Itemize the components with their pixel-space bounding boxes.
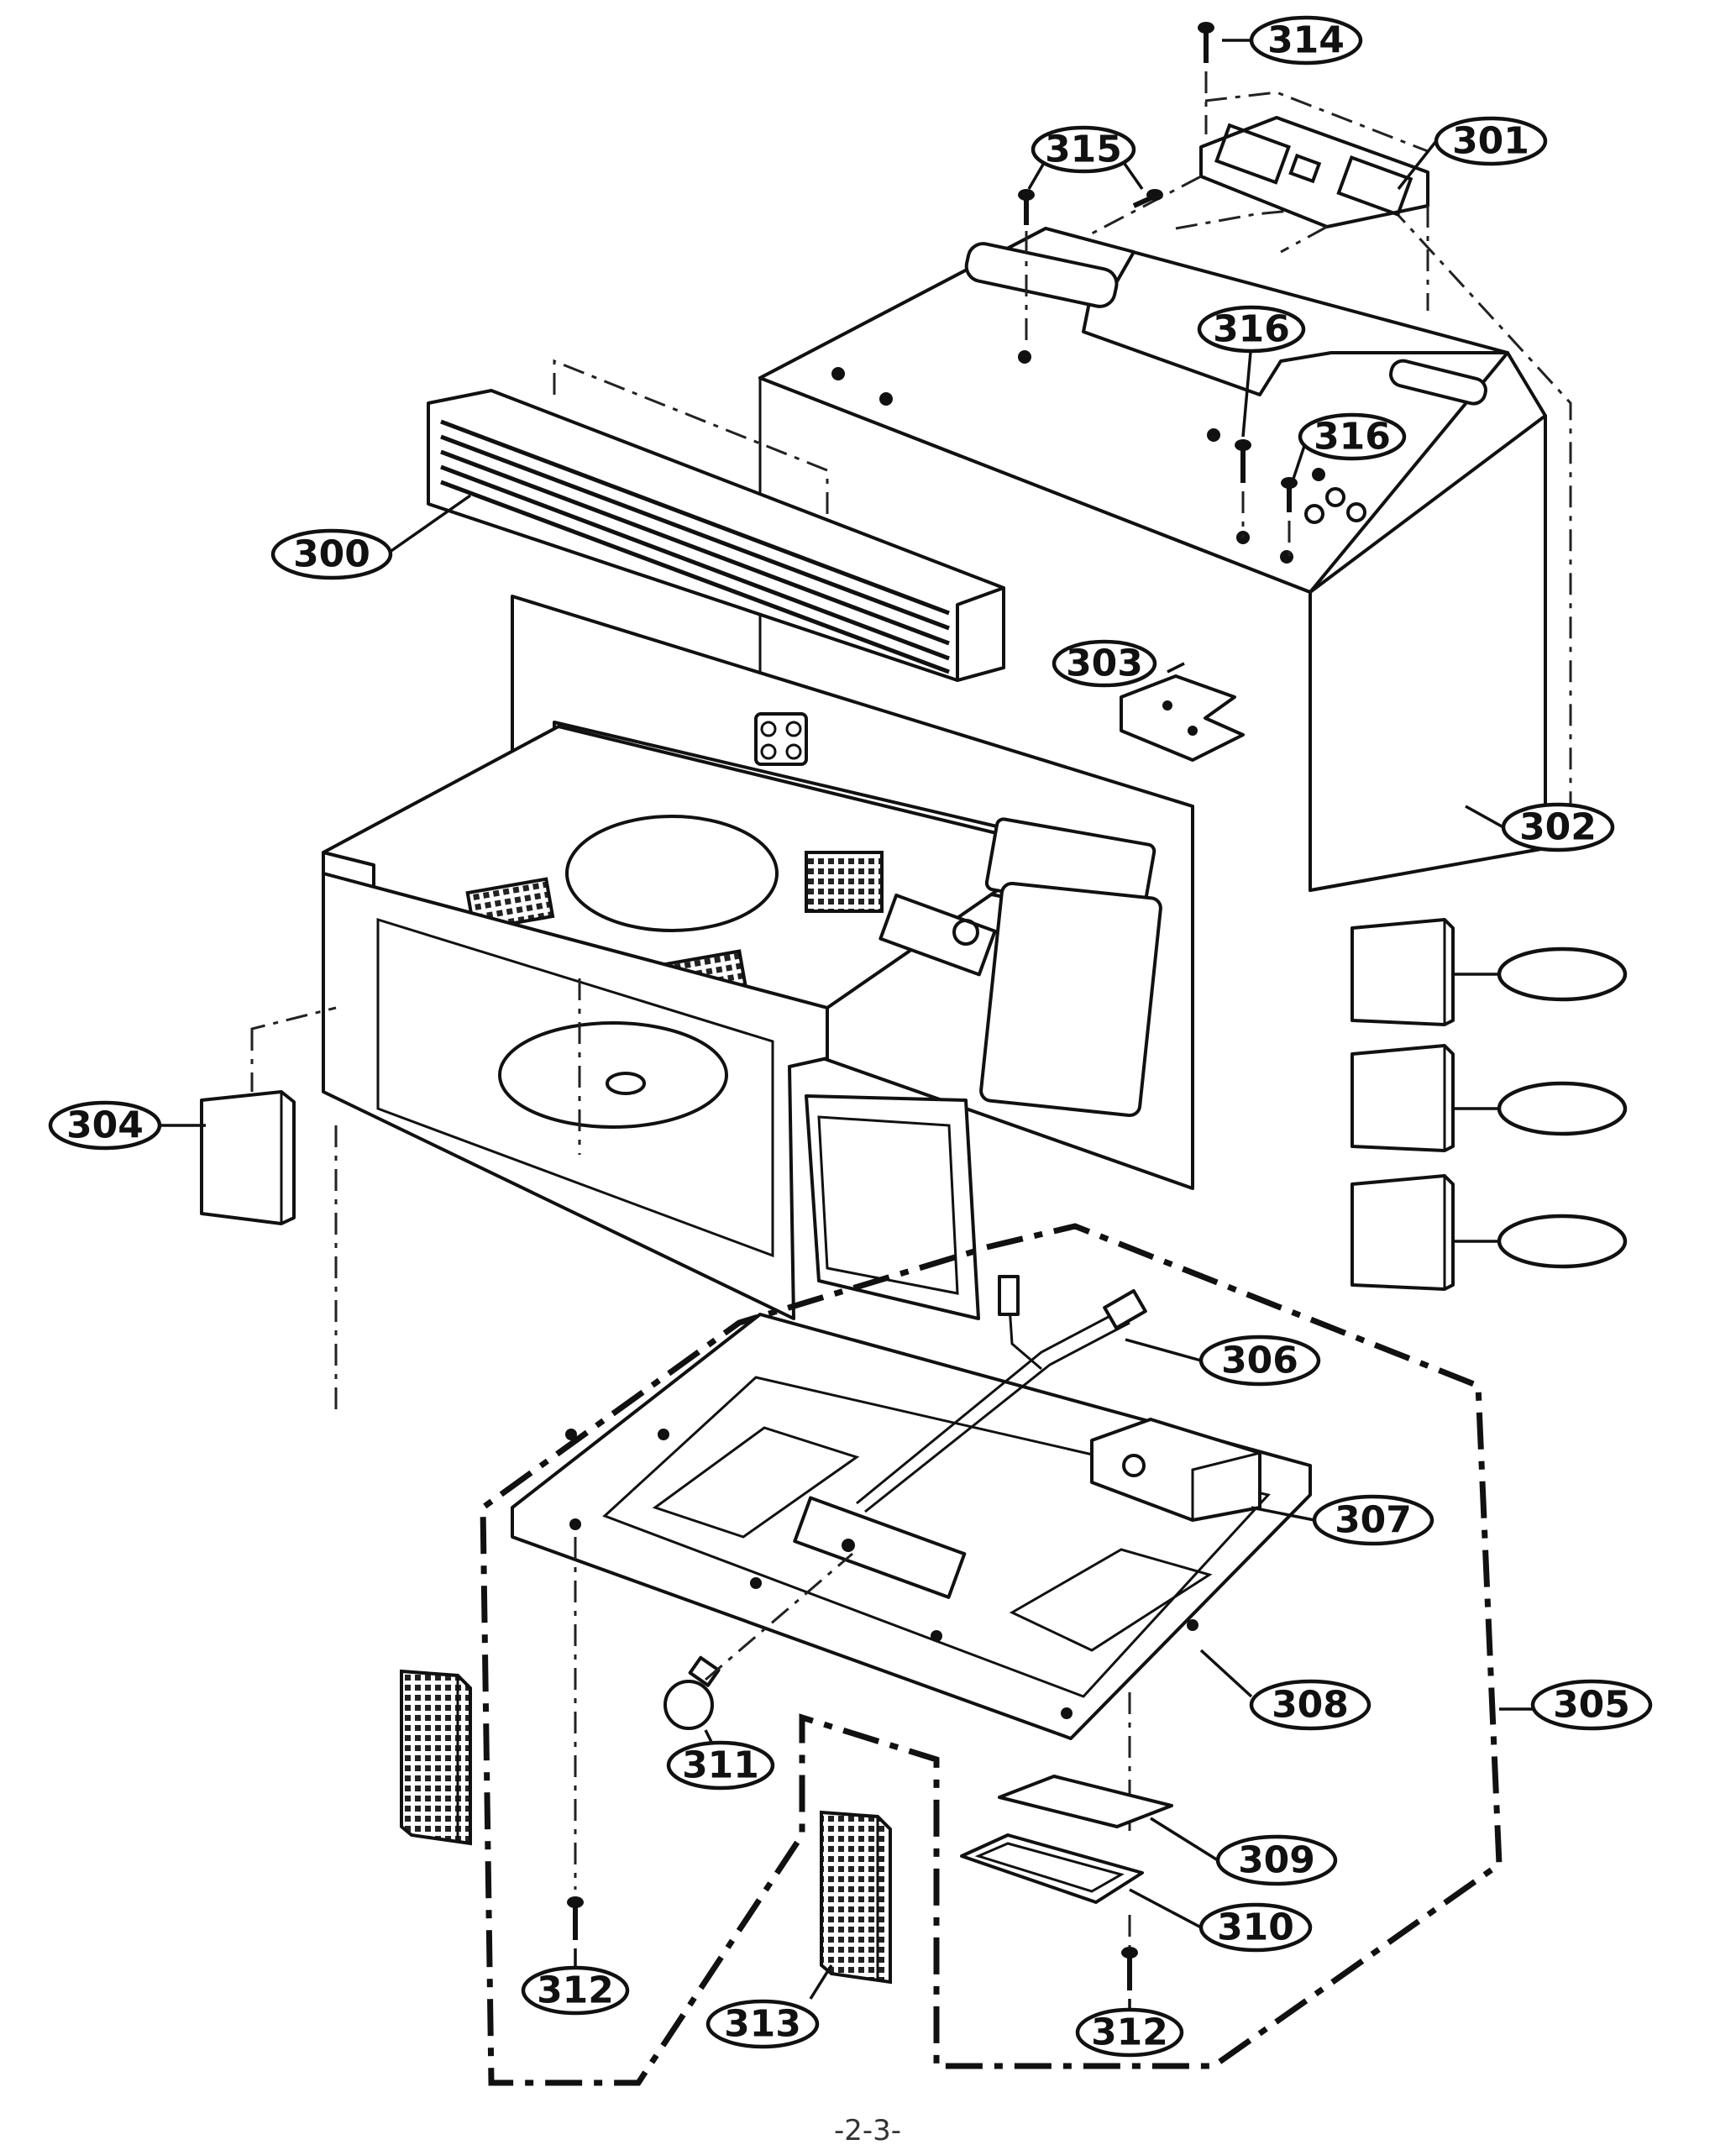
callout-303-label: 303 [1066,642,1143,685]
oven-cavity-chassis [250,595,1194,1411]
spare-box-3 [1351,1174,1499,1291]
callout-316-upper: 316 [1197,305,1306,354]
callouts: 314 315 301 316 316 300 303 302 [48,15,1653,2058]
callout-blank-3 [1497,1214,1628,1269]
page-number: -2-3- [834,2114,901,2147]
screw-314 [1198,22,1214,134]
screw-312-right [1121,1915,1138,1990]
spare-box-2 [1351,1044,1499,1152]
callout-312-right: 312 [1075,2007,1184,2058]
callout-302: 302 [1501,802,1615,852]
callout-312-left: 312 [521,1965,630,2016]
bulb-311 [663,1552,853,1730]
box-304 [200,1029,296,1225]
callout-303: 303 [1052,639,1157,688]
callout-309-label: 309 [1238,1839,1315,1882]
callout-310: 310 [1198,1902,1313,1953]
grille-vents [440,419,950,674]
callout-blank-1 [1497,947,1628,1002]
callout-308: 308 [1249,1679,1371,1731]
leader-lines [160,39,1533,2011]
screw-312-left [567,1896,584,1940]
callout-314: 314 [1249,15,1363,66]
callout-309: 309 [1215,1834,1338,1886]
spare-box-1 [1351,918,1499,1026]
callout-308-label: 308 [1272,1684,1349,1727]
spare-boxes [1351,918,1499,1291]
outer-case-302 [758,200,1572,892]
callout-301-label: 301 [1452,120,1529,163]
frame-310 [960,1833,1144,1904]
callout-307: 307 [1312,1494,1434,1546]
harness-306 [856,1275,1147,1513]
callout-314-label: 314 [1267,19,1345,62]
callout-blank-2 [1497,1081,1628,1136]
callout-316-upper-label: 316 [1213,308,1290,351]
callout-311: 311 [666,1740,775,1791]
callout-304: 304 [48,1100,162,1151]
callout-305: 305 [1530,1679,1653,1731]
callout-312-left-label: 312 [537,1969,614,2012]
callout-300-label: 300 [293,533,370,576]
callout-315-label: 315 [1045,128,1122,171]
bracket-303 [1120,674,1245,762]
front-grille-300 [427,359,1005,682]
callout-301: 301 [1434,116,1548,166]
base-assembly-305 [480,1223,1503,2086]
screws [567,22,1298,1990]
callout-316-lower-label: 316 [1314,416,1391,459]
filter-313-left [400,1669,472,1846]
callout-304-label: 304 [66,1104,144,1147]
callout-311-label: 311 [682,1744,759,1787]
callout-306-label: 306 [1221,1340,1298,1382]
callout-305-label: 305 [1553,1684,1630,1727]
callout-310-label: 310 [1217,1906,1294,1949]
callout-302-label: 302 [1519,806,1597,849]
callout-312-right-label: 312 [1091,2011,1168,2054]
screw-316-right [1281,477,1298,558]
screw-316-left [1235,439,1251,538]
callout-316-lower: 316 [1298,412,1407,461]
callout-313: 313 [705,1999,820,2049]
callout-313-label: 313 [724,2003,801,2046]
top-plate-301 [1091,91,1429,311]
callout-315: 315 [1031,125,1136,174]
callout-306: 306 [1198,1335,1321,1387]
box-307 [1090,1418,1261,1522]
cover-309 [998,1775,1173,1828]
callout-307-label: 307 [1335,1499,1412,1542]
callout-300: 300 [270,528,393,580]
filter-313-center [820,1810,892,1985]
screw-315-right [1132,189,1163,208]
screw-315-left [1018,189,1035,344]
